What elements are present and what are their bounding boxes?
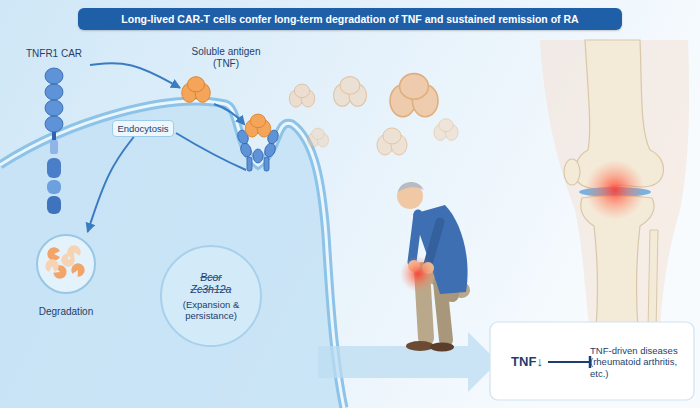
receptor-complex [263,142,277,159]
faded-antigens [334,77,367,107]
patient-figure [406,341,434,351]
receptor-complex [264,157,269,171]
car-graphic [18,66,90,216]
receptor-domain [45,68,63,84]
receptor-domain [45,84,63,100]
effect-label: TNF↓ [506,352,548,372]
car-icon [45,68,63,214]
receptor-complex [239,142,253,159]
lyso-icon [37,235,95,293]
chevron-arrow [318,332,498,392]
antigen-label: Soluble antigen (TNF) [180,46,272,104]
connector-arrow [88,137,134,232]
protein-fragment [47,247,60,260]
patient-figure [430,343,454,352]
receptor-name: TNFR1 CAR [18,48,90,60]
outcome-panel [490,322,694,400]
patient-figure [412,214,418,262]
process-name: Degradation [30,306,102,318]
patient-figure [397,182,468,352]
signal-domain [47,158,61,178]
gene-name: Bcor [200,271,222,284]
knee-illustration [564,159,580,185]
antigen-trimer [182,77,211,103]
lysosome: Degradation [30,232,102,318]
endocytosis-path [176,133,246,170]
phenotype-note: (Expansion & persistance) [172,299,250,322]
faded-antigens [308,128,329,147]
knee-illustration [585,160,645,220]
cell-body [0,101,344,408]
cell-body [0,101,344,408]
cell-body [0,101,344,408]
faded-antigens [377,128,407,155]
tnf-icon [182,77,211,103]
binding-arrow [214,104,244,124]
process-name: Endocytosis [117,123,168,134]
cell-body [0,101,344,408]
knee-illustration [540,40,689,330]
effect-text: TNF↓ [511,354,543,370]
patient-figure [398,182,424,192]
antigen-name: Soluble antigen (TNF) [180,46,272,70]
protein-fragment [45,259,58,272]
knee-illustration [540,40,689,330]
connector-arrow [90,63,180,88]
signal-domain [47,196,61,214]
faded-antigens [434,119,458,141]
inhibition-connector [548,361,590,363]
patient-figure [400,256,436,292]
receptor-domain [45,100,63,116]
binding-arrow [214,104,244,124]
process-label-box: Endocytosis [112,120,174,137]
signal-domain [47,180,61,194]
patient-figure [428,222,440,264]
chevron-arrow [318,332,498,392]
disease-label: TNF-driven diseases (rheumatoid arthriti… [590,343,690,381]
gene-name: Zc3h12a [191,283,232,296]
transmembrane-domain [50,140,58,154]
lyso-graphic [30,232,102,296]
faded-antigens [289,84,315,107]
title-banner: Long-lived CAR-T cells confer long-term … [78,8,622,30]
receptor-label: TNFR1 CAR [18,48,90,218]
receptor-hinge [52,132,56,141]
faded-antigens [289,74,458,155]
knee-illustration [648,230,658,330]
receptor-domains [45,68,63,132]
protein-fragment [59,251,77,269]
receptor-complex [253,149,263,163]
endocytosis-path [176,133,246,170]
lysosome-circle [37,235,95,293]
receptor-complex [245,114,271,137]
disease-text: TNF-driven diseases (rheumatoid arthriti… [590,345,690,379]
outcome-panel [490,322,694,400]
tnf-graphic [180,76,272,104]
faded-antigens [390,74,438,117]
receptor-complex [247,157,252,171]
nucleus-circle: BcorZc3h12a (Expansion & persistance) [160,245,262,347]
receptor-domain [45,116,63,132]
receptor-complex [236,129,280,171]
title-text: Long-lived CAR-T cells confer long-term … [121,13,578,25]
